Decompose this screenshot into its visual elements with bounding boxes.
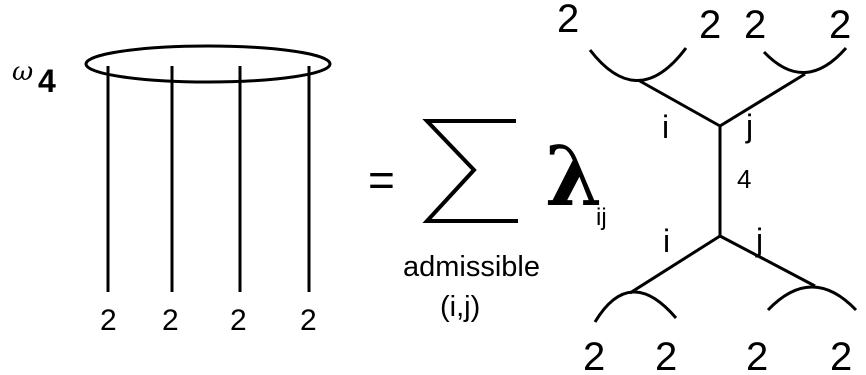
bottom-right-cup: [766, 285, 858, 312]
lower-left-edge-label: i: [663, 223, 670, 259]
upper-right-edge-label: j: [745, 108, 753, 144]
upper-left-edge-label: i: [662, 109, 669, 145]
lambda-subscript: ij: [596, 204, 607, 231]
lower-right-edge: [719, 234, 816, 288]
upper-left-edge: [637, 78, 721, 128]
lower-left-edge: [629, 234, 721, 295]
bottom-label-3: 2: [746, 335, 768, 375]
top-left-cap: [588, 47, 688, 82]
top-label-1: 2: [557, 0, 579, 41]
bottom-label-4: 2: [830, 335, 852, 375]
strand-label-4: 2: [300, 304, 317, 337]
summation-sign: [422, 119, 518, 223]
lambda-symbol: λ: [545, 129, 603, 225]
equals-sign: =: [368, 154, 395, 206]
bottom-label-2: 2: [655, 335, 677, 375]
middle-edge-label: 4: [737, 164, 751, 194]
trivalent-graph: 2 2 2 2 i j 4 i j 2 2 2 2: [557, 0, 858, 375]
top-label-3: 2: [744, 3, 766, 47]
omega-subscript: 4: [38, 63, 56, 99]
omega-symbol: ω: [12, 57, 33, 87]
sum-under-label: admissible: [403, 251, 540, 283]
sum-under-index: (i,j): [440, 291, 480, 323]
top-right-cap: [762, 47, 848, 74]
strand-label-1: 2: [100, 304, 117, 337]
omega-loop: [84, 44, 332, 84]
strand-label-3: 2: [230, 304, 247, 337]
upper-right-edge: [719, 72, 806, 128]
lower-right-edge-label: j: [755, 222, 763, 258]
sum-expression: = λ ij admissible (i,j): [368, 119, 607, 323]
top-label-4: 2: [829, 3, 851, 47]
bottom-left-cup: [593, 290, 678, 323]
omega-4-diagram: ω 4 2 2 2 2: [12, 44, 332, 337]
bottom-label-1: 2: [583, 335, 605, 375]
strand-label-2: 2: [162, 304, 179, 337]
top-label-2: 2: [699, 3, 721, 47]
